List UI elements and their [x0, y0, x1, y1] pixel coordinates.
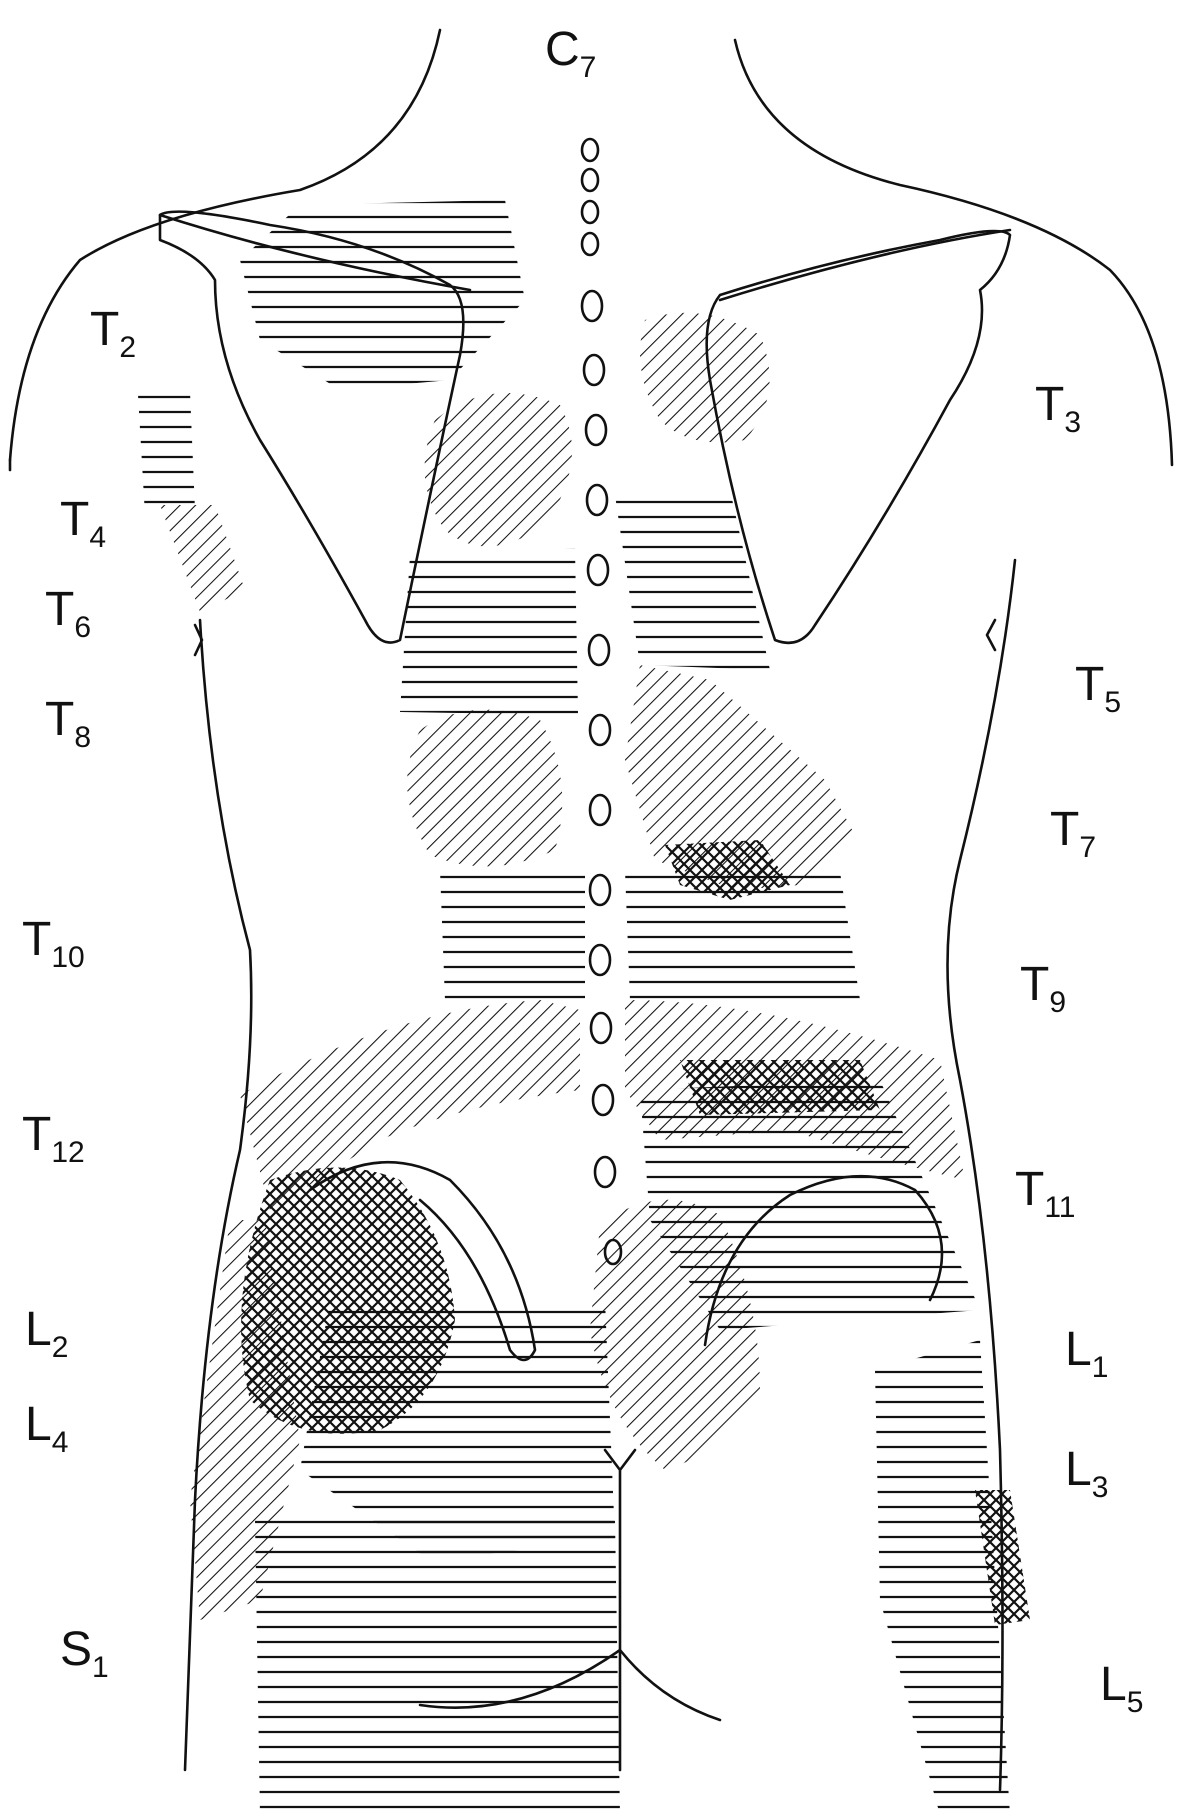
label-l2: L2	[25, 1303, 68, 1364]
zone-t8-left-blob	[407, 710, 562, 867]
scapula-right-spine	[720, 230, 1010, 300]
label-s1: S1	[60, 1623, 109, 1684]
label-t8: T8	[45, 693, 91, 754]
vertebra	[591, 1013, 611, 1043]
label-t2: T2	[90, 303, 136, 364]
label-c7: C7	[545, 23, 596, 84]
vertebra	[582, 139, 598, 161]
label-t12: T12	[22, 1108, 85, 1169]
vertebra	[587, 485, 607, 515]
zone-arm-t4-diagonal	[160, 505, 245, 612]
zone-t7-right	[615, 490, 770, 670]
vertebra	[588, 555, 608, 585]
vertebra	[593, 1085, 613, 1115]
vertebra	[582, 201, 598, 223]
zone-shoulder-left	[240, 200, 525, 390]
vertebra	[582, 169, 598, 191]
label-t5: T5	[1075, 658, 1121, 719]
label-t7: T7	[1050, 803, 1096, 864]
label-l5: L5	[1100, 1658, 1143, 1719]
vertebra	[590, 795, 610, 825]
label-t11: T11	[1015, 1163, 1075, 1224]
dermatome-zones	[138, 200, 1030, 1815]
vertebra	[582, 233, 598, 255]
vertebra	[589, 635, 609, 665]
vertebra	[590, 875, 610, 905]
vertebra	[584, 355, 604, 385]
vertebra	[582, 291, 602, 321]
vertebra	[590, 715, 610, 745]
vertebra	[590, 945, 610, 975]
label-t10: T10	[22, 913, 85, 974]
scapula-right	[707, 231, 1010, 643]
label-t9: T9	[1020, 958, 1066, 1019]
label-l3: L3	[1065, 1443, 1108, 1504]
spinal-column	[582, 139, 621, 1264]
label-t3: T3	[1035, 378, 1081, 439]
vertebra	[595, 1157, 615, 1187]
vertebra	[586, 415, 606, 445]
zone-t3-right-blob	[640, 313, 770, 443]
zone-t10-left	[440, 866, 585, 1000]
zone-t11-crosshatch-strip	[680, 1060, 880, 1115]
label-l4: L4	[25, 1398, 68, 1459]
zone-arm-left	[138, 392, 195, 515]
zone-thigh-left	[255, 1520, 620, 1815]
zone-l2-hip-crosshatch	[241, 1168, 455, 1434]
label-t4: T4	[60, 493, 106, 554]
elbow-right-mark	[987, 620, 995, 650]
label-t6: T6	[45, 583, 91, 644]
neck-right-line	[735, 40, 1172, 465]
label-l1: L1	[1065, 1323, 1108, 1384]
zone-t6-left	[400, 548, 578, 715]
